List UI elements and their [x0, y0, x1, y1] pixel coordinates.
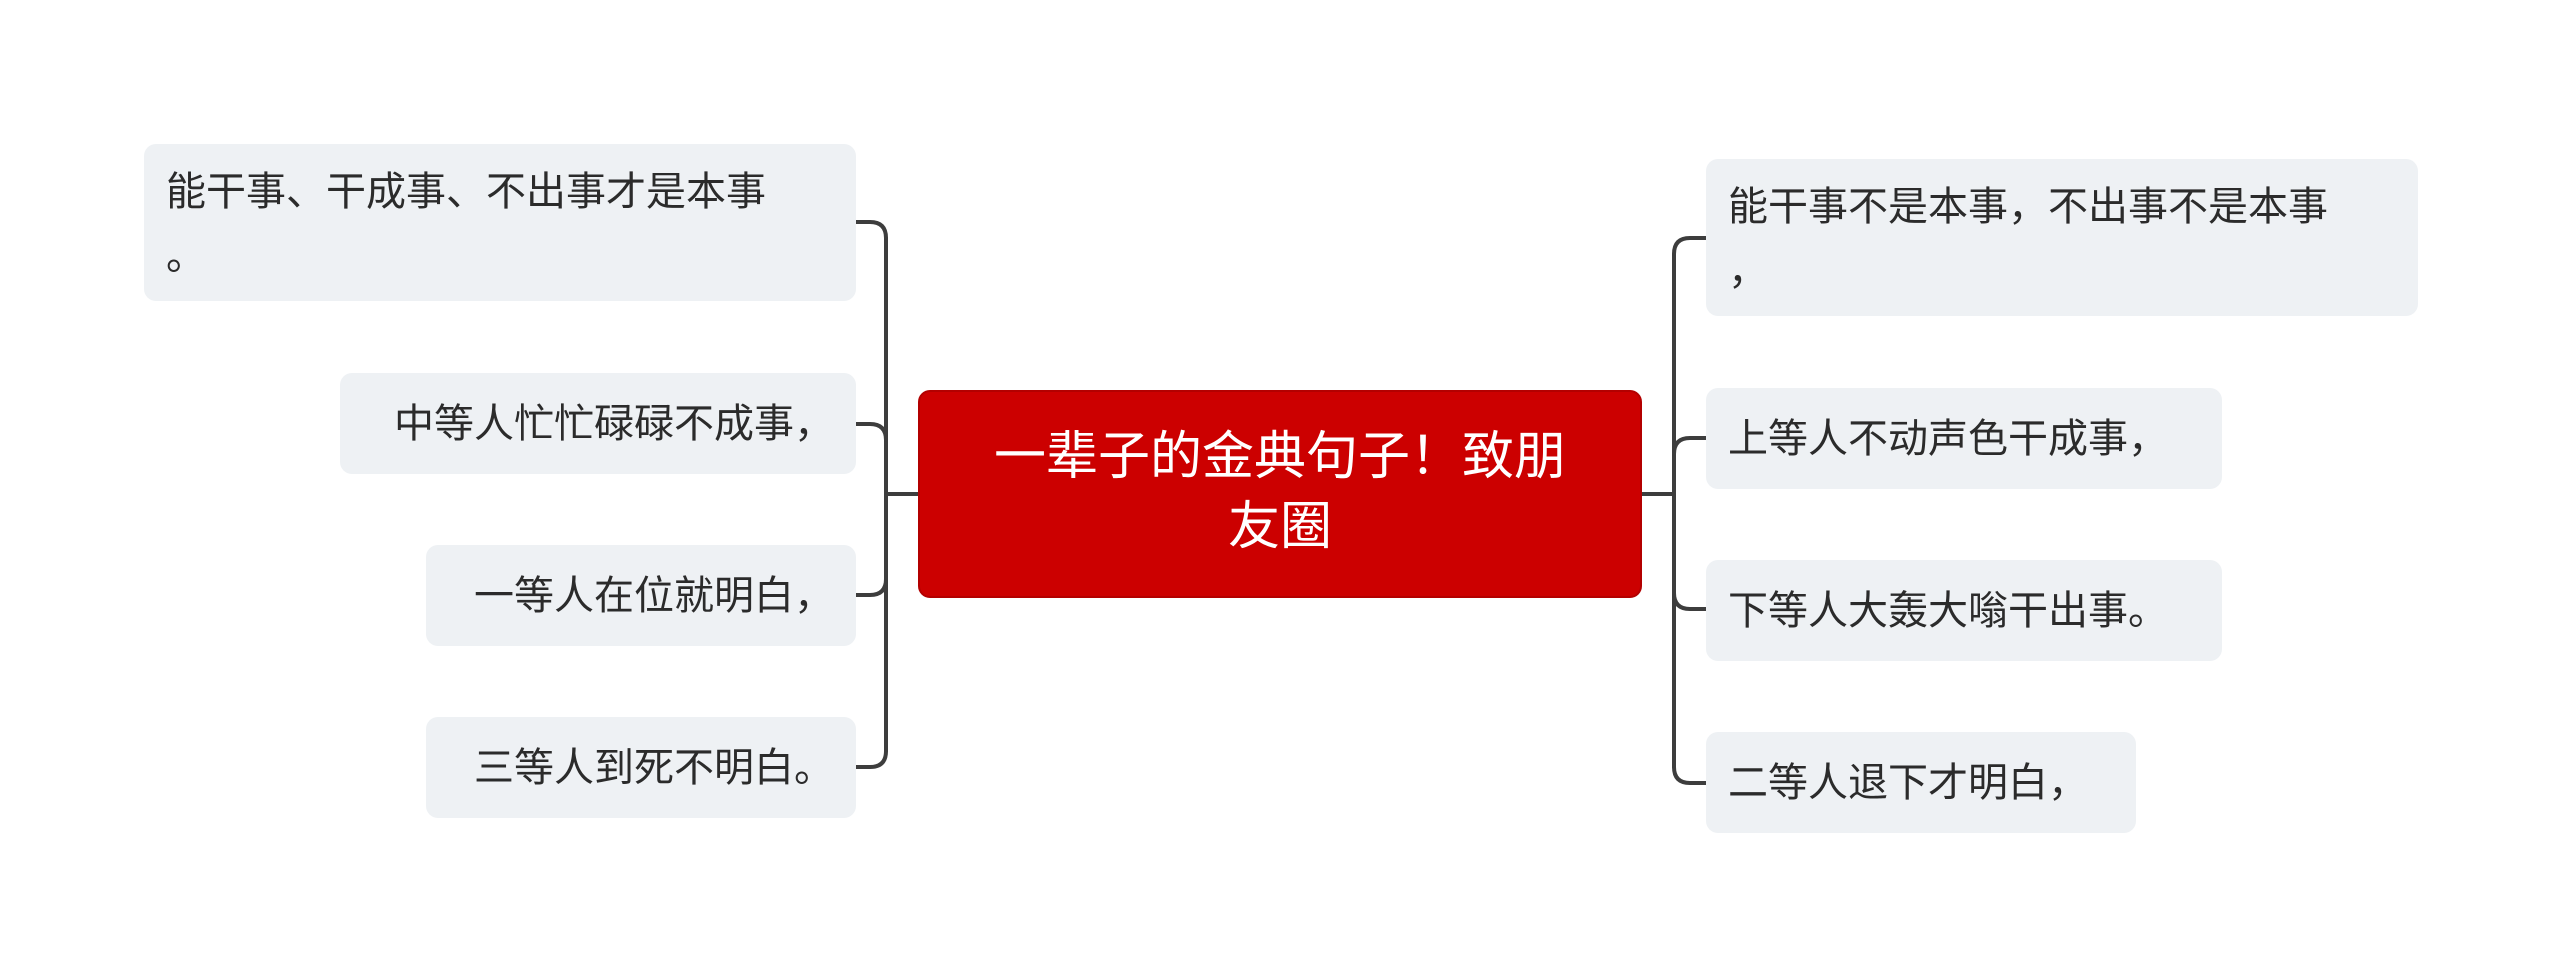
left-branch-3-label: 一等人在位就明白，: [474, 572, 834, 619]
right-branch-topic-1[interactable]: 能干事不是本事，不出事不是本事 ，: [1706, 159, 2418, 316]
right-branch-topic-3[interactable]: 下等人大轰大嗡干出事。: [1706, 560, 2222, 661]
right-branch-topic-2[interactable]: 上等人不动声色干成事，: [1706, 388, 2222, 489]
left-branch-topic-2[interactable]: 中等人忙忙碌碌不成事，: [340, 373, 856, 474]
right-branch-2-label: 上等人不动声色干成事，: [1728, 415, 2168, 462]
right-connector-1: [1672, 236, 1708, 256]
right-connector-2: [1672, 436, 1708, 456]
left-branch-topic-1[interactable]: 能干事、干成事、不出事才是本事 。: [144, 144, 856, 301]
root-title-line-2: 友圈: [1227, 497, 1332, 557]
right-branch-4-label: 二等人退下才明白，: [1728, 759, 2088, 806]
left-connector-1: [854, 220, 888, 240]
right-branch-3-label: 下等人大轰大嗡干出事。: [1728, 587, 2168, 634]
left-branch-2-label: 中等人忙忙碌碌不成事，: [394, 400, 834, 447]
right-branch-topic-4[interactable]: 二等人退下才明白，: [1706, 732, 2136, 833]
left-connector-3: [854, 577, 888, 597]
left-branch-topic-4[interactable]: 三等人到死不明白。: [426, 717, 856, 818]
right-connector-3: [1672, 591, 1708, 611]
root-topic[interactable]: 一辈子的金典句子！致朋 友圈: [918, 390, 1642, 598]
left-connector-4: [854, 749, 888, 769]
left-branch-4-label: 三等人到死不明白。: [474, 744, 834, 791]
right-branch-1-line-2: ，: [1728, 248, 1768, 294]
left-connector-2: [854, 422, 888, 442]
left-branch-1-line-2: 。: [166, 233, 206, 279]
root-title-line-1: 一辈子的金典句子！致朋: [993, 427, 1566, 487]
right-branch-1-line-1: 能干事不是本事，不出事不是本事: [1728, 184, 2328, 230]
right-connector-4: [1672, 765, 1708, 785]
left-branch-1-line-1: 能干事、干成事、不出事才是本事: [166, 169, 766, 215]
left-branch-topic-3[interactable]: 一等人在位就明白，: [426, 545, 856, 646]
